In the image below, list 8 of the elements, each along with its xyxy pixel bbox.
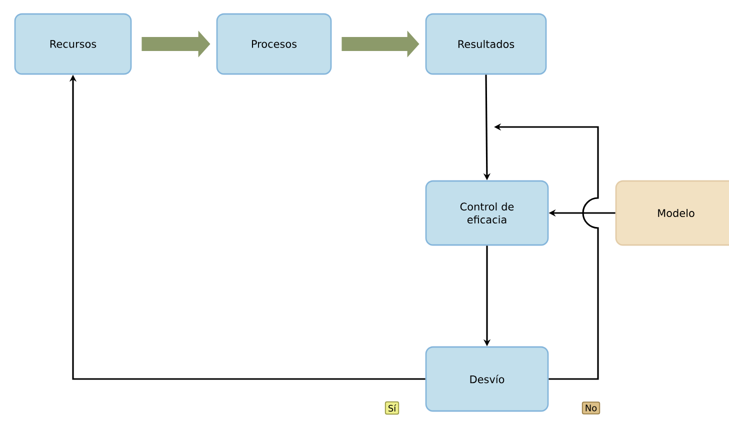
edge-label: Sí xyxy=(384,401,400,415)
process-box: Procesos xyxy=(216,13,332,75)
edge-label: No xyxy=(582,402,600,414)
process-box: Control de eficacia xyxy=(425,180,549,246)
process-box: Resultados xyxy=(425,13,547,75)
process-box: Modelo xyxy=(615,180,729,246)
process-box: Recursos xyxy=(14,13,132,75)
process-box: Desvío xyxy=(425,346,549,412)
